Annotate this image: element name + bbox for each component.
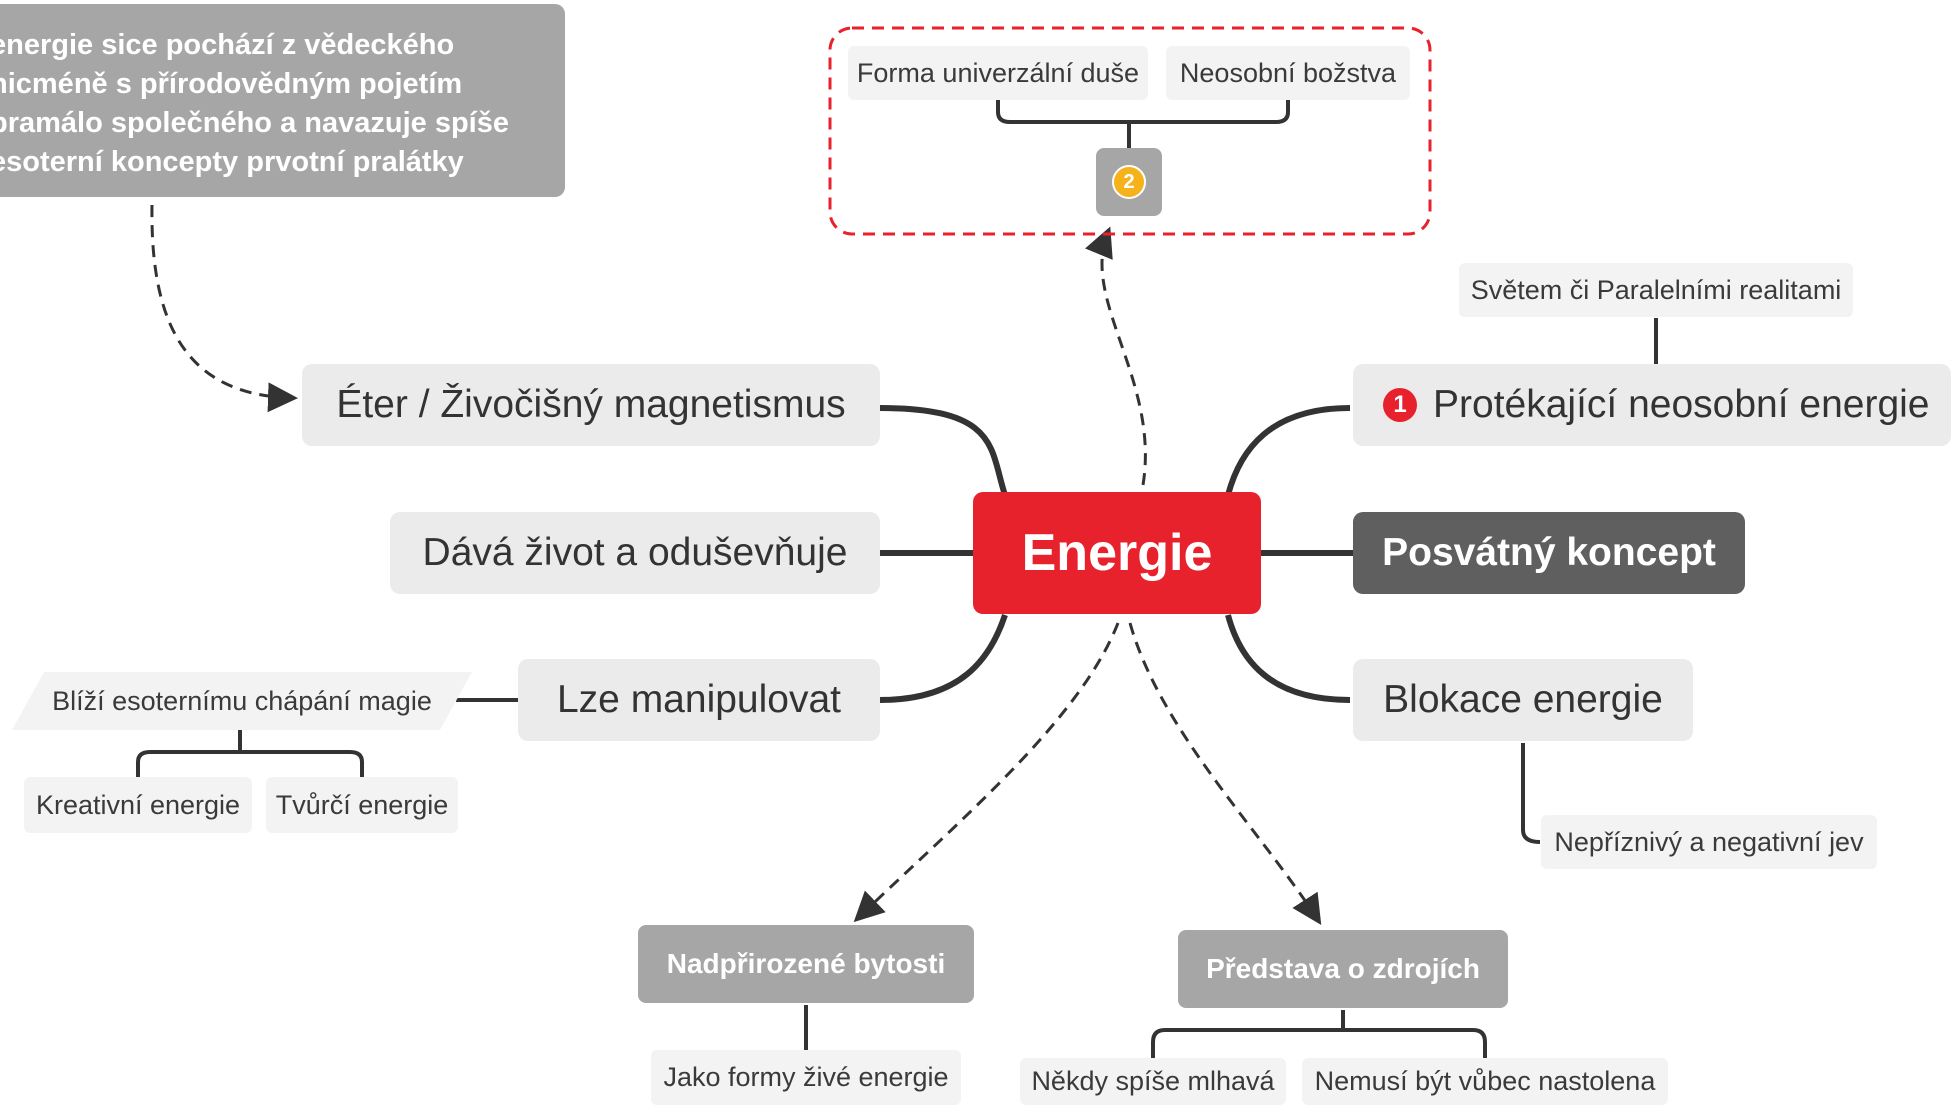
topic-protekajici[interactable]: 1 Protékající neosobní energie — [1353, 364, 1951, 446]
relation-note-to-eter — [150, 204, 298, 413]
relation-center-to-nadprirozene — [853, 622, 1120, 923]
topic-dava[interactable]: Dává život a oduševňuje — [390, 512, 880, 594]
topic-jako[interactable]: Jako formy živé energie — [651, 1050, 961, 1105]
note-line: energie sice pochází z vědeckého — [0, 29, 455, 61]
boundary-box — [828, 26, 1432, 236]
topic-eter[interactable]: Éter / Živočišný magnetismus — [302, 364, 880, 446]
connector-lze — [879, 614, 1008, 703]
note-line: esoterní koncepty prvotní pralátky — [0, 146, 464, 178]
topic-blokace[interactable]: Blokace energie — [1353, 659, 1693, 741]
topic-lze[interactable]: Lze manipulovat — [518, 659, 880, 741]
relation-center-to-predstava — [1128, 622, 1322, 926]
note-box[interactable]: energie sice pochází z vědeckého nicméně… — [0, 4, 565, 197]
bracket-bottom — [1151, 1010, 1487, 1058]
connector-protekajici — [1225, 405, 1351, 496]
topic-nemusi[interactable]: Nemusí být vůbec nastolena — [1302, 1058, 1668, 1105]
central-topic[interactable]: Energie — [973, 492, 1261, 614]
bracket-left — [136, 730, 364, 778]
topic-svetem[interactable]: Světem či Paralelními realitami — [1459, 263, 1853, 317]
topic-blizi[interactable]: Blíží esoternímu chápání magie — [12, 672, 472, 730]
topic-nadprirozene[interactable]: Nadpřirozené bytosti — [638, 925, 974, 1003]
sub-connectors — [136, 100, 1658, 1058]
topic-blizi-label: Blíží esoternímu chápání magie — [52, 685, 432, 716]
note-line: pramálo společného a navazuje spíše — [0, 107, 509, 139]
relation-center-to-top — [1085, 226, 1147, 486]
topic-predstava[interactable]: Představa o zdrojích — [1178, 930, 1508, 1008]
number-2-icon: 2 — [1112, 165, 1146, 199]
topic-kreativni[interactable]: Kreativní energie — [24, 777, 252, 833]
topic-neosobni[interactable]: Neosobní božstva — [1166, 46, 1410, 100]
topic-nekdy[interactable]: Někdy spíše mlhavá — [1020, 1058, 1286, 1105]
main-connectors — [879, 405, 1353, 703]
note-line: nicméně s přírodovědným pojetím — [0, 68, 463, 100]
connector-nepriznivy — [1521, 743, 1541, 844]
topic-nepriznivy[interactable]: Nepříznivý a negativní jev — [1541, 815, 1877, 869]
slanted-shape — [12, 672, 472, 730]
topic-tvurci[interactable]: Tvůrčí energie — [266, 777, 458, 833]
bracket-top — [996, 100, 1290, 152]
connector-eter — [879, 405, 1008, 496]
dashed-relations — [150, 204, 1322, 926]
topic-protekajici-label: Protékající neosobní energie — [1433, 383, 1930, 426]
connector-blokace — [1225, 614, 1351, 703]
summary-node[interactable]: 2 — [1096, 148, 1162, 216]
topic-forma[interactable]: Forma univerzální duše — [848, 46, 1148, 100]
topic-posvatny[interactable]: Posvátný koncept — [1353, 512, 1745, 594]
number-1-icon: 1 — [1383, 388, 1417, 422]
